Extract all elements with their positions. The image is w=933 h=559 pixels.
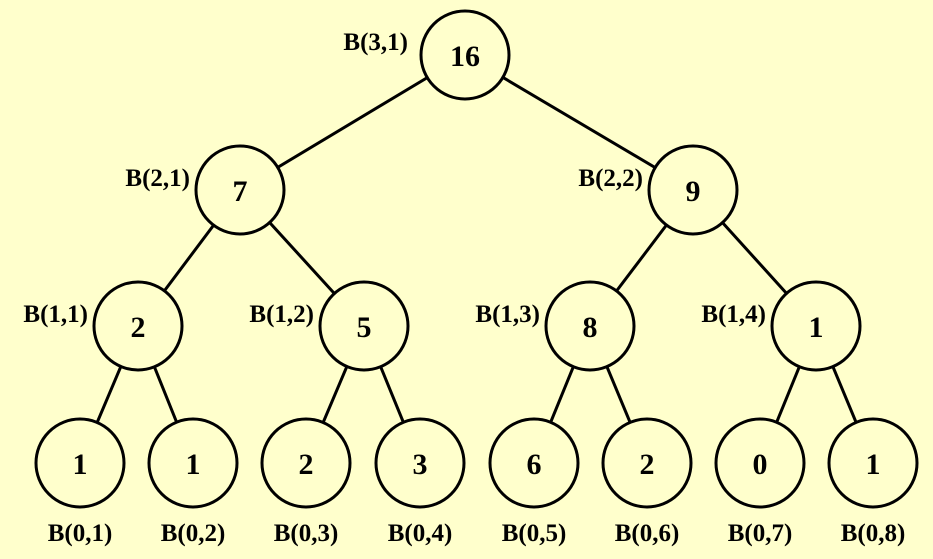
tree-node-n14: 1 B(1,4)	[701, 280, 862, 372]
node-value: 1	[809, 311, 824, 344]
node-value: 0	[753, 448, 768, 481]
tree-node-n12: 5 B(1,2)	[249, 280, 410, 372]
node-circle	[601, 417, 693, 509]
node-label: B(0,6)	[615, 520, 680, 547]
node-circle	[147, 417, 239, 509]
tree-node-n06: 2B(0,6)	[601, 417, 693, 547]
node-label: B(0,3)	[274, 520, 339, 547]
node-value: 8	[583, 311, 598, 344]
node-label: B(0,8)	[841, 520, 906, 547]
tree-nodes: 16B(3,1)7B(2,1)9B(2,2)2B(1,1)5B(1,2)8B(1…	[23, 9, 919, 547]
tree-node-n05: 6B(0,5)	[488, 417, 580, 547]
tree-node-n04: 3B(0,4)	[374, 417, 466, 547]
node-label: B(0,5)	[502, 520, 567, 547]
node-circle	[34, 417, 126, 509]
node-circle	[260, 417, 352, 509]
tree-node-n21: 7 B(2,1)	[125, 144, 286, 236]
node-label: B(0,4)	[388, 520, 453, 547]
node-value: 2	[640, 448, 655, 481]
node-value: 6	[527, 448, 542, 481]
node-value: 2	[299, 448, 314, 481]
node-circle	[488, 417, 580, 509]
node-value: 3	[413, 448, 428, 481]
tree-node-n02: 1B(0,2)	[147, 417, 239, 547]
tree-node-n07: 0B(0,7)	[714, 417, 806, 547]
node-value: 5	[357, 311, 372, 344]
node-value: 2	[131, 311, 146, 344]
node-circle	[194, 144, 286, 236]
node-circle	[714, 417, 806, 509]
tree-node-n31: 16 B(3,1)	[343, 9, 511, 101]
node-value: 9	[686, 175, 701, 208]
node-circle	[544, 280, 636, 372]
tree-node-n13: 8 B(1,3)	[475, 280, 636, 372]
node-value: 1	[73, 448, 88, 481]
node-value: 1	[866, 448, 881, 481]
node-circle	[770, 280, 862, 372]
tree-node-n22: 9 B(2,2)	[578, 144, 739, 236]
node-circle	[647, 144, 739, 236]
node-label: B(0,1)	[48, 520, 113, 547]
node-value: 7	[233, 175, 248, 208]
node-label: B(0,2)	[161, 520, 226, 547]
node-label: B(1,3)	[475, 301, 540, 328]
node-value: 1	[186, 448, 201, 481]
node-label: B(3,1)	[343, 29, 408, 56]
node-value: 16	[450, 40, 480, 73]
node-label: B(2,1)	[125, 165, 190, 192]
node-label: B(1,2)	[249, 301, 314, 328]
tree-edges	[78, 53, 875, 464]
node-circle	[374, 417, 466, 509]
node-label: B(1,4)	[701, 301, 766, 328]
node-label: B(0,7)	[728, 520, 793, 547]
node-circle	[419, 9, 511, 101]
node-circle	[827, 417, 919, 509]
node-label: B(2,2)	[578, 165, 643, 192]
node-label: B(1,1)	[23, 301, 88, 328]
node-circle	[318, 280, 410, 372]
tree-node-n11: 2 B(1,1)	[23, 280, 184, 372]
node-circle	[92, 280, 184, 372]
tree-node-n01: 1B(0,1)	[34, 417, 126, 547]
tree-node-n08: 1B(0,8)	[827, 417, 919, 547]
tree-node-n03: 2B(0,3)	[260, 417, 352, 547]
